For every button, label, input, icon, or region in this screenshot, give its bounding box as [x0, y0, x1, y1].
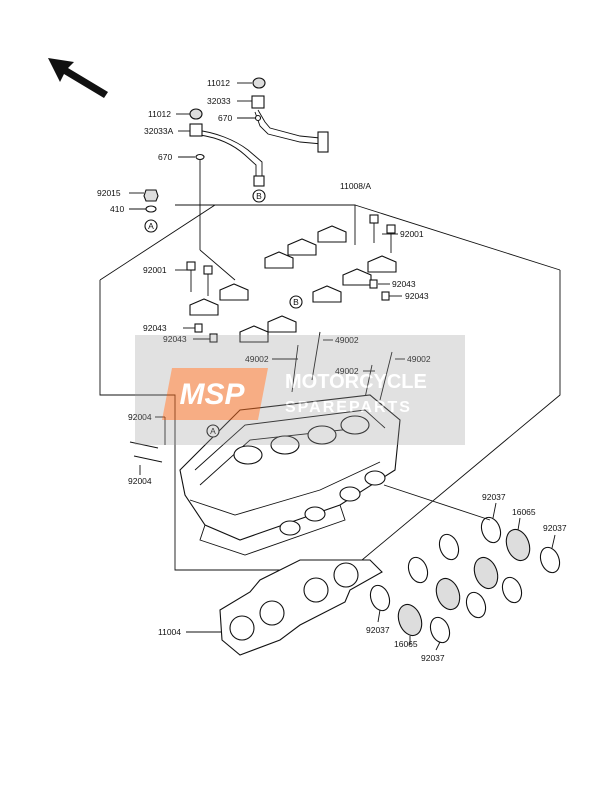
label-92001-right: 92001 — [400, 229, 424, 239]
label-92037-d: 92037 — [421, 653, 445, 663]
bolts-92001 — [186, 214, 396, 296]
label-49002-d: 49002 — [335, 366, 359, 376]
label-92037-b: 92037 — [543, 523, 567, 533]
washer-410 — [145, 205, 157, 213]
label-11004: 11004 — [158, 627, 181, 637]
cap-11012-top — [252, 77, 266, 89]
msp-logo: MSP — [162, 368, 268, 420]
logo-text: MSP — [179, 378, 245, 411]
label-92037-a: 92037 — [482, 492, 506, 502]
washer-670-top — [254, 114, 262, 122]
callout-b-pipe — [252, 189, 266, 203]
dowel-92043-l2 — [209, 333, 218, 343]
label-92043-r2: 92043 — [405, 291, 429, 301]
washer-670-left — [195, 153, 205, 161]
watermark-line1: MOTORCYCLE — [285, 371, 427, 393]
label-49002-b: 49002 — [245, 354, 269, 364]
stud-92004-bot — [133, 455, 163, 463]
label-92043-l1: 92043 — [143, 323, 167, 333]
label-670-left: 670 — [158, 152, 172, 162]
label-92015: 92015 — [97, 188, 121, 198]
cap-11012-left — [189, 108, 203, 120]
label-92043-l2: 92043 — [163, 334, 187, 344]
part-leaders — [139, 233, 556, 651]
label-32033A: 32033A — [144, 126, 174, 136]
label-11012-left: 11012 — [148, 109, 171, 119]
label-49002-c: 49002 — [407, 354, 431, 364]
camshaft-caps — [189, 225, 397, 343]
callout-a-left — [144, 219, 158, 233]
label-92004-top: 92004 — [128, 412, 152, 422]
label-11008A: 11008/A — [340, 181, 371, 191]
stud-92004-top — [129, 441, 159, 449]
dowel-92043-r1 — [369, 279, 378, 289]
dowel-92043-r2 — [381, 291, 390, 301]
svg-text:A: A — [210, 426, 216, 436]
front-direction-arrow-icon — [48, 58, 108, 98]
label-92004-bot: 92004 — [128, 476, 152, 486]
label-16065-b: 16065 — [394, 639, 418, 649]
label-92001-left: 92001 — [143, 265, 167, 275]
svg-text:B: B — [256, 191, 262, 201]
svg-text:A: A — [148, 221, 154, 231]
cylinder-head: A — [179, 394, 401, 556]
label-670-top: 670 — [218, 113, 232, 123]
label-92037-c: 92037 — [366, 625, 390, 635]
svg-text:B: B — [293, 297, 299, 307]
assembly-outline — [99, 204, 561, 571]
callout-b-cap — [289, 295, 303, 309]
intake-holders — [369, 516, 561, 644]
label-16065-a: 16065 — [512, 507, 536, 517]
label-11012-top: 11012 — [207, 78, 230, 88]
watermark-line2: SPAREPARTS — [285, 399, 412, 416]
label-92043-r1: 92043 — [392, 279, 416, 289]
dowel-92043-l1 — [194, 323, 203, 333]
callout-a-head — [206, 424, 220, 438]
label-49002-a: 49002 — [335, 335, 359, 345]
pipe-leaders — [129, 82, 255, 281]
oil-pipe: B — [189, 95, 329, 203]
msp-watermark: MSP MOTORCYCLE SPAREPARTS — [135, 335, 465, 445]
nut-92015 — [143, 189, 159, 202]
label-32033: 32033 — [207, 96, 231, 106]
head-gasket — [219, 559, 383, 656]
label-410: 410 — [110, 204, 124, 214]
part-number-labels: 11012 32033 670 11012 32033A 670 92015 4… — [97, 78, 567, 663]
